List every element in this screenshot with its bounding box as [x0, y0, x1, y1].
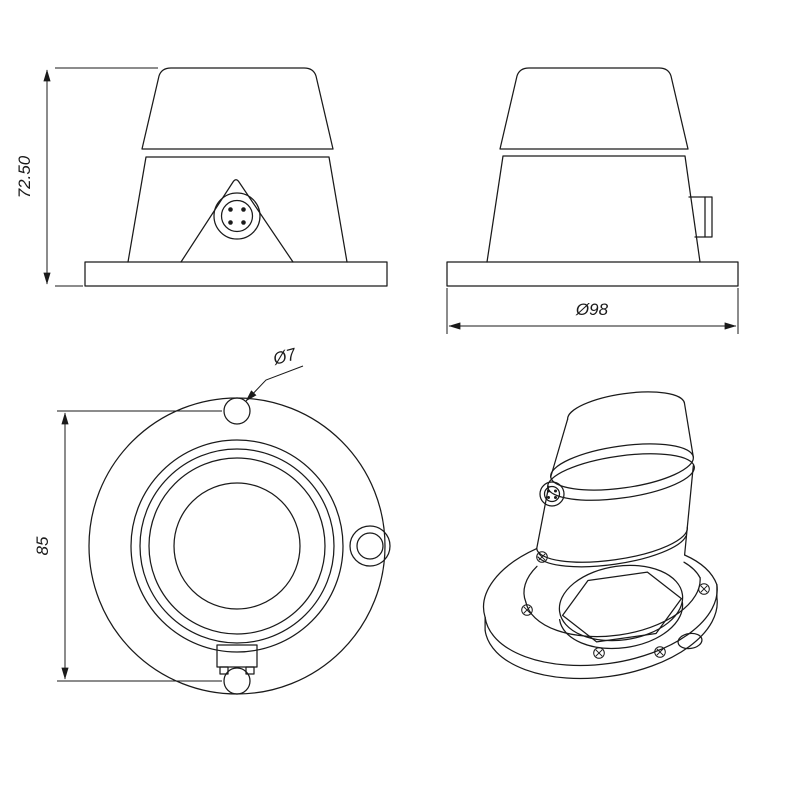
- connector-pin: [241, 207, 246, 212]
- screw: [536, 551, 548, 563]
- side-cable-gland: [688, 196, 713, 238]
- mounting-hole-top: [223, 397, 251, 425]
- iso-opening-depth: [558, 601, 684, 650]
- front-connector: [213, 192, 261, 240]
- front-flange-base: [84, 261, 388, 287]
- front-view: [84, 67, 388, 287]
- connector-pin: [547, 496, 550, 499]
- hole-diameter-dimension: Ø7: [245, 344, 304, 402]
- connector-pin: [228, 220, 233, 225]
- connector-pin: [554, 489, 557, 493]
- iso-boss-upper-left-edge: [523, 565, 538, 603]
- iso-cap-side: [683, 402, 694, 458]
- side-body: [486, 155, 701, 263]
- dimension-flange-diameter-label: Ø98: [575, 300, 609, 319]
- connector-pin: [554, 496, 557, 499]
- front-connector-boss: [180, 179, 294, 263]
- side-flange-base: [446, 261, 739, 287]
- connector-outer-ring: [213, 192, 261, 240]
- side-cap: [499, 67, 689, 150]
- iso-flange-upper-right-edge: [683, 554, 718, 586]
- connector-outer-ring: [539, 481, 565, 507]
- mounting-hole-right: [356, 532, 384, 560]
- leader-line: [245, 365, 304, 402]
- iso-cap-rim: [550, 443, 694, 491]
- screw: [593, 647, 605, 659]
- front-cap: [141, 67, 334, 150]
- bottom-view: [88, 397, 391, 695]
- iso-body-step: [536, 526, 688, 563]
- iso-opening-ring: [558, 564, 684, 642]
- connector-pin: [547, 489, 550, 493]
- screw: [698, 583, 710, 595]
- connector-tab-foot: [219, 666, 229, 675]
- mounting-hole-right-boss: [349, 525, 391, 567]
- iso-cap-side: [550, 418, 569, 478]
- iso-screws: [521, 551, 710, 659]
- flange-outline-circle: [88, 397, 386, 695]
- iso-flange-rim-thickness: [484, 597, 718, 680]
- bottom-connector-tab: [216, 644, 258, 675]
- connector-inner-ring: [220, 199, 254, 233]
- flange-diameter-dimension: Ø98: [446, 288, 739, 334]
- iso-hexagon-socket: [561, 571, 683, 643]
- ring-circle: [139, 448, 335, 644]
- screw: [521, 604, 533, 616]
- connector-pin: [228, 207, 233, 212]
- iso-boss-lower-edge: [525, 577, 701, 638]
- boss-circle: [130, 439, 344, 653]
- iso-flange-lower-edge: [484, 584, 718, 667]
- connector-tab-body: [216, 644, 258, 668]
- mounting-hole-bottom: [223, 667, 251, 695]
- isometric-view: [482, 391, 718, 680]
- dimension-hole-diameter-label: Ø7: [270, 344, 298, 369]
- iso-cap-skirt: [547, 453, 695, 501]
- connector-pin: [241, 220, 246, 225]
- lens-circle: [173, 482, 301, 610]
- screw: [654, 646, 666, 658]
- dimension-height-label: 72.50: [15, 155, 34, 198]
- iso-boss-upper-right-edge: [683, 561, 701, 579]
- iso-cap-top: [566, 391, 686, 420]
- iso-flange-upper-left-edge: [482, 547, 538, 618]
- front-body: [127, 156, 348, 263]
- dimension-hole-spacing-label: 85: [33, 536, 52, 555]
- iso-mounting-hole: [677, 632, 703, 650]
- side-view: [446, 67, 739, 287]
- ring-circle: [148, 457, 326, 635]
- iso-body-side: [536, 485, 550, 550]
- height-dimension: 72.50: [15, 67, 158, 287]
- connector-inner-ring: [543, 485, 561, 503]
- connector-tab-foot: [245, 666, 255, 675]
- iso-body-side: [683, 465, 694, 556]
- iso-connector: [539, 481, 565, 507]
- iso-body-step: [537, 535, 687, 568]
- hole-spacing-dimension: 85: [33, 410, 222, 682]
